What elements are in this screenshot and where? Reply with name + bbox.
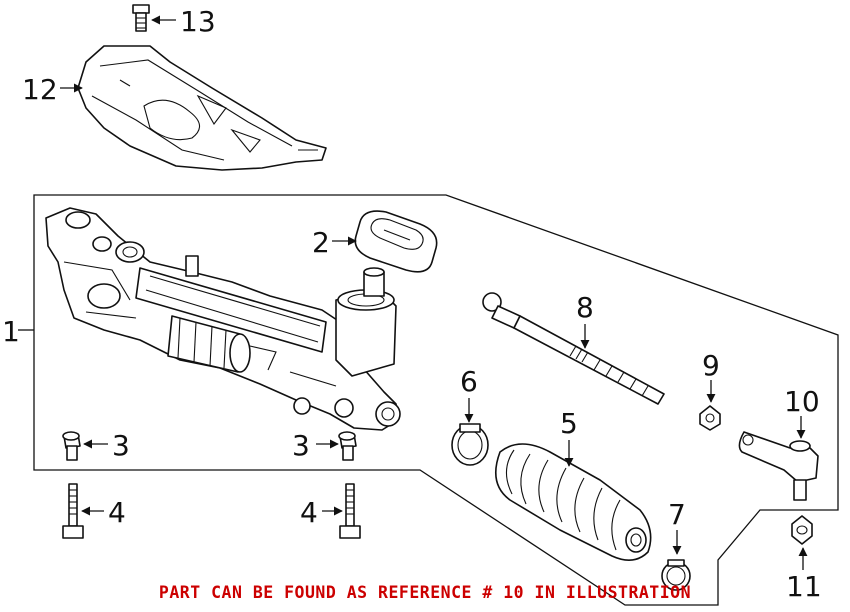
part-3-bolt-right[interactable] (338, 431, 357, 461)
part-2-insulator[interactable] (354, 210, 438, 273)
part-3-bolt-left[interactable] (62, 431, 81, 461)
callout-4-right: 4 (300, 496, 318, 529)
part-13-bolt[interactable] (132, 4, 150, 32)
callout-5: 5 (560, 407, 578, 440)
part-1-steering-gear[interactable] (45, 207, 401, 431)
part-12-heat-shield[interactable] (77, 45, 327, 171)
part-10-outer-tie-rod-end[interactable] (738, 431, 819, 501)
callout-1: 1 (2, 315, 20, 348)
callout-2: 2 (312, 226, 330, 259)
part-7-clamp[interactable] (661, 559, 691, 591)
part-11-nut[interactable] (791, 515, 813, 545)
callout-6: 6 (460, 365, 478, 398)
callout-11: 11 (786, 570, 822, 603)
assembly-outline (33, 194, 839, 606)
part-5-boot[interactable] (494, 443, 652, 561)
callout-7: 7 (668, 498, 686, 531)
part-6-clamp[interactable] (451, 423, 489, 466)
part-4-stud-left[interactable] (62, 483, 84, 539)
callout-9: 9 (702, 349, 720, 382)
callout-3-right: 3 (292, 429, 310, 462)
part-4-stud-right[interactable] (339, 483, 361, 539)
callout-13: 13 (180, 5, 216, 38)
part-9-nut[interactable] (699, 405, 721, 431)
part-8-inner-tie-rod[interactable] (482, 292, 665, 405)
callout-3-left: 3 (112, 429, 130, 462)
callout-4-left: 4 (108, 496, 126, 529)
callout-10: 10 (784, 385, 820, 418)
callout-8: 8 (576, 291, 594, 324)
reference-note: PART CAN BE FOUND AS REFERENCE # 10 IN I… (158, 583, 692, 602)
callout-12: 12 (22, 73, 58, 106)
